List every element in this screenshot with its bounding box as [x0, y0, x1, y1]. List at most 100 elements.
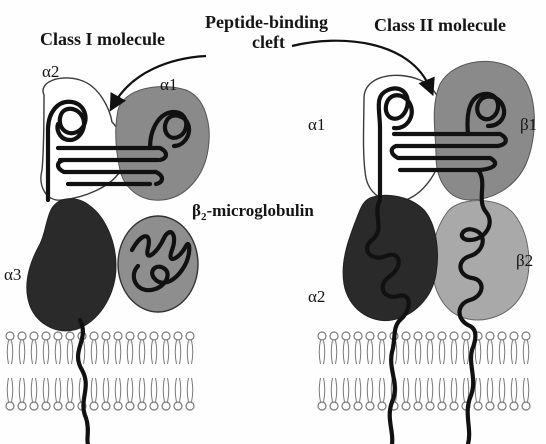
lipid-tail — [451, 378, 457, 402]
lipid-tail — [19, 378, 25, 402]
lipid-head — [522, 402, 530, 410]
lipid-head — [450, 332, 458, 340]
lipid-tail — [511, 378, 517, 402]
lipid-head — [66, 402, 74, 410]
class1-alpha2-label: α2 — [42, 63, 59, 80]
class1-alpha2-domain — [41, 78, 125, 200]
lipid-head — [174, 402, 182, 410]
lipid-head — [438, 332, 446, 340]
lipid-tail — [91, 340, 97, 364]
class1-alpha1-label: α1 — [160, 76, 177, 93]
lipid-head — [414, 332, 422, 340]
lipid-head — [354, 402, 362, 410]
class2-molecule — [343, 61, 534, 444]
lipid-head — [6, 402, 14, 410]
lipid-tail — [367, 378, 373, 402]
lipid-tail — [43, 378, 49, 402]
lipid-tail — [343, 340, 349, 364]
lipid-head — [138, 402, 146, 410]
lipid-tail — [523, 340, 529, 364]
lipid-tail — [187, 340, 193, 364]
lipid-head — [6, 332, 14, 340]
lipid-tail — [475, 378, 481, 402]
class2-alpha2-label: α2 — [308, 288, 325, 305]
lipid-tail — [379, 340, 385, 364]
lipid-head — [354, 332, 362, 340]
class2-beta2-domain — [432, 201, 529, 320]
lipid-head — [342, 402, 350, 410]
lipid-tail — [115, 378, 121, 402]
lipid-head — [498, 332, 506, 340]
lipid-tail — [31, 378, 37, 402]
lipid-tail — [319, 340, 325, 364]
lipid-head — [30, 402, 38, 410]
lipid-head — [426, 402, 434, 410]
lipid-head — [462, 332, 470, 340]
lipid-tail — [187, 378, 193, 402]
lipid-head — [378, 332, 386, 340]
lipid-tail — [379, 378, 385, 402]
lipid-head — [90, 332, 98, 340]
lipid-head — [330, 402, 338, 410]
lipid-tail — [19, 340, 25, 364]
lipid-tail — [319, 378, 325, 402]
lipid-head — [42, 402, 50, 410]
lipid-tail — [139, 378, 145, 402]
lipid-tail — [127, 378, 133, 402]
lipid-head — [42, 332, 50, 340]
lipid-head — [126, 402, 134, 410]
lipid-tail — [163, 340, 169, 364]
lipid-tail — [115, 340, 121, 364]
lipid-head — [438, 402, 446, 410]
class2-beta1-label: β1 — [520, 116, 537, 133]
lipid-tail — [175, 378, 181, 402]
cleft-label-line2: cleft — [252, 33, 285, 51]
lipid-head — [90, 402, 98, 410]
lipid-head — [510, 332, 518, 340]
lipid-tail — [331, 340, 337, 364]
lipid-tail — [403, 378, 409, 402]
lipid-head — [318, 332, 326, 340]
lipid-head — [366, 332, 374, 340]
lipid-head — [522, 332, 530, 340]
lipid-head — [18, 332, 26, 340]
lipid-tail — [55, 340, 61, 364]
lipid-tail — [43, 340, 49, 364]
class2-title: Class II molecule — [374, 16, 506, 34]
lipid-tail — [31, 340, 37, 364]
lipid-tail — [487, 340, 493, 364]
class2-alpha1-label: α1 — [308, 116, 325, 133]
lipid-head — [342, 332, 350, 340]
lipid-tail — [7, 378, 13, 402]
lipid-tail — [451, 340, 457, 364]
lipid-tail — [463, 340, 469, 364]
lipid-tail — [403, 340, 409, 364]
class2-alpha2-domain — [343, 195, 437, 320]
lipid-head — [162, 332, 170, 340]
lipid-head — [150, 332, 158, 340]
lipid-head — [114, 332, 122, 340]
class1-molecule — [27, 78, 209, 444]
lipid-head — [450, 402, 458, 410]
lipid-tail — [499, 340, 505, 364]
lipid-head — [414, 402, 422, 410]
lipid-head — [378, 402, 386, 410]
lipid-tail — [499, 378, 505, 402]
lipid-head — [474, 402, 482, 410]
lipid-head — [102, 402, 110, 410]
lipid-head — [162, 402, 170, 410]
lipid-head — [186, 402, 194, 410]
lipid-tail — [427, 378, 433, 402]
lipid-head — [102, 332, 110, 340]
lipid-head — [318, 402, 326, 410]
lipid-head — [186, 332, 194, 340]
lipid-tail — [7, 340, 13, 364]
lipid-head — [66, 332, 74, 340]
class1-title: Class I molecule — [40, 30, 165, 48]
lipid-head — [510, 402, 518, 410]
lipid-tail — [103, 378, 109, 402]
lipid-head — [138, 332, 146, 340]
lipid-tail — [151, 378, 157, 402]
lipid-tail — [151, 340, 157, 364]
class1-alpha3-label: α3 — [4, 266, 21, 283]
